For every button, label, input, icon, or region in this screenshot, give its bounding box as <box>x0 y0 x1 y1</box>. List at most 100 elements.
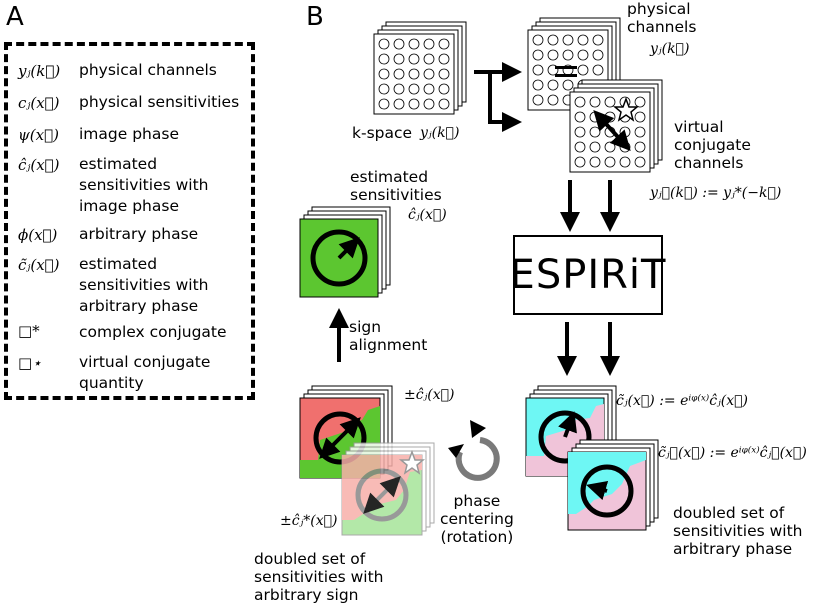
kspace-sample-point <box>592 49 604 61</box>
sign-alignment-label: sign alignment <box>349 318 428 354</box>
kspace-sample-point <box>532 94 544 106</box>
kspace-sample-point <box>634 111 646 123</box>
legend-text-6: estimated sensitivities with arbitrary p… <box>79 255 209 315</box>
legend-box: yⱼ(k⃗) physical channels cⱼ(x⃗) physical… <box>4 42 255 400</box>
legend-symbol-6: c̃ⱼ(x⃗) <box>18 256 60 274</box>
kspace-sample-point <box>378 53 390 65</box>
doubled-phase-label: doubled set of sensitivities with arbitr… <box>673 504 803 558</box>
kspace-sample-point <box>423 98 435 110</box>
kspace-sample-point <box>438 68 450 80</box>
plus-minus-estimate-math: ±ĉⱼ(x⃗) <box>404 387 455 403</box>
virtual-channel-stack <box>569 79 663 173</box>
kspace-sample-point <box>592 64 604 76</box>
physical-channels-math: yⱼ(k⃗) <box>650 41 690 57</box>
kspace-sample-point <box>562 34 574 46</box>
legend-text-7: complex conjugate <box>79 323 227 341</box>
kspace-sample-point <box>577 49 589 61</box>
kspace-sample-point <box>634 126 646 138</box>
legend-symbol-4: ĉⱼ(x⃗) <box>18 156 60 174</box>
kspace-sample-point <box>393 83 405 95</box>
kspace-sample-point <box>604 156 616 168</box>
estimated-sensitivities-math: ĉⱼ(x⃗) <box>408 207 447 223</box>
kspace-sample-point <box>604 141 616 153</box>
kspace-sample-point <box>619 126 631 138</box>
kspace-sample-point <box>393 68 405 80</box>
kspace-sample-point <box>547 79 559 91</box>
kspace-sample-point <box>423 83 435 95</box>
kspace-sample-point <box>423 68 435 80</box>
kspace-sample-point <box>589 141 601 153</box>
kspace-sample-point <box>574 96 586 108</box>
estimated-sensitivities-label: estimated sensitivities <box>350 168 442 204</box>
kspace-sample-point <box>604 111 616 123</box>
kspace-sample-point <box>574 141 586 153</box>
kspace-stack <box>373 21 467 115</box>
phase-centering-label: phase centering (rotation) <box>440 492 514 546</box>
kspace-label: k-space <box>352 124 413 142</box>
kspace-sample-point <box>408 68 420 80</box>
kspace-sample-point <box>378 98 390 110</box>
panel-b-letter: B <box>306 2 324 32</box>
kspace-sample-point <box>547 94 559 106</box>
virtual-channels-label: virtual conjugate channels <box>674 118 751 172</box>
kspace-sample-point <box>574 126 586 138</box>
kspace-sample-point <box>408 98 420 110</box>
kspace-sample-point <box>378 83 390 95</box>
legend-text-1: physical channels <box>79 61 217 79</box>
panel-a-letter: A <box>6 2 24 32</box>
kspace-sample-point <box>408 38 420 50</box>
kspace-sample-point <box>423 38 435 50</box>
kspace-sample-point <box>438 83 450 95</box>
legend-symbol-1: yⱼ(k⃗) <box>18 62 61 80</box>
kspace-sample-point <box>562 79 574 91</box>
estimated-sensitivity-stack <box>299 206 391 298</box>
kspace-sample-point <box>532 64 544 76</box>
virtual-channels-math: yⱼ⋆(k⃗) := yⱼ*(−k⃗) <box>650 185 782 201</box>
legend-symbol-7: □* <box>18 322 40 340</box>
plus-minus-conjugate-math: ±ĉⱼ*(x⃗) <box>280 513 338 529</box>
legend-text-8: virtual conjugate quantity <box>79 353 211 392</box>
legend-symbol-2: cⱼ(x⃗) <box>18 94 60 112</box>
kspace-sample-point <box>438 98 450 110</box>
kspace-sample-point <box>634 156 646 168</box>
kspace-sample-point <box>532 49 544 61</box>
kspace-sample-point <box>438 38 450 50</box>
kspace-sample-point <box>547 34 559 46</box>
kspace-sample-point <box>378 38 390 50</box>
legend-text-4: estimated sensitivities with image phase <box>79 155 209 215</box>
kspace-sample-point <box>532 79 544 91</box>
kspace-sample-point <box>592 34 604 46</box>
physical-channels-label: physical channels <box>627 0 697 36</box>
doubled-sign-stack-bottom <box>341 442 435 536</box>
doubled-phase-stack-bottom <box>567 439 659 531</box>
tilde-sensitivity-math: c̃ⱼ(x⃗) := eⁱᵠ⁽ˣ⁾ĉⱼ(x⃗) <box>616 393 748 409</box>
kspace-sample-point <box>577 64 589 76</box>
kspace-sample-point <box>393 98 405 110</box>
legend-text-2: physical sensitivities <box>79 93 240 111</box>
kspace-sample-point <box>532 34 544 46</box>
kspace-sample-point <box>423 53 435 65</box>
kspace-sample-point <box>408 53 420 65</box>
kspace-sample-point <box>378 68 390 80</box>
espirit-block: ESPIRiT <box>510 235 665 315</box>
kspace-sample-point <box>589 126 601 138</box>
kspace-sample-point <box>408 83 420 95</box>
split-arrows <box>474 62 522 132</box>
kspace-sample-point <box>589 96 601 108</box>
kspace-sample-point <box>547 49 559 61</box>
kspace-sample-point <box>604 96 616 108</box>
legend-symbol-5: ϕ(x⃗) <box>18 226 58 244</box>
kspace-sample-point <box>438 53 450 65</box>
kspace-sample-point <box>619 156 631 168</box>
kspace-sample-point <box>634 96 646 108</box>
tilde-virtual-sensitivity-math: c̃ⱼ⋆(x⃗) := eⁱᵠ⁽ˣ⁾ĉⱼ⋆(x⃗) <box>658 445 807 461</box>
legend-text-5: arbitrary phase <box>79 225 199 243</box>
kspace-sample-point <box>393 38 405 50</box>
legend-symbol-3: ψ(x⃗) <box>18 126 59 144</box>
kspace-sample-point <box>634 141 646 153</box>
kspace-sample-point <box>574 111 586 123</box>
kspace-math: yⱼ(k⃗) <box>420 125 460 141</box>
legend-symbol-8: □⋆ <box>18 354 42 372</box>
